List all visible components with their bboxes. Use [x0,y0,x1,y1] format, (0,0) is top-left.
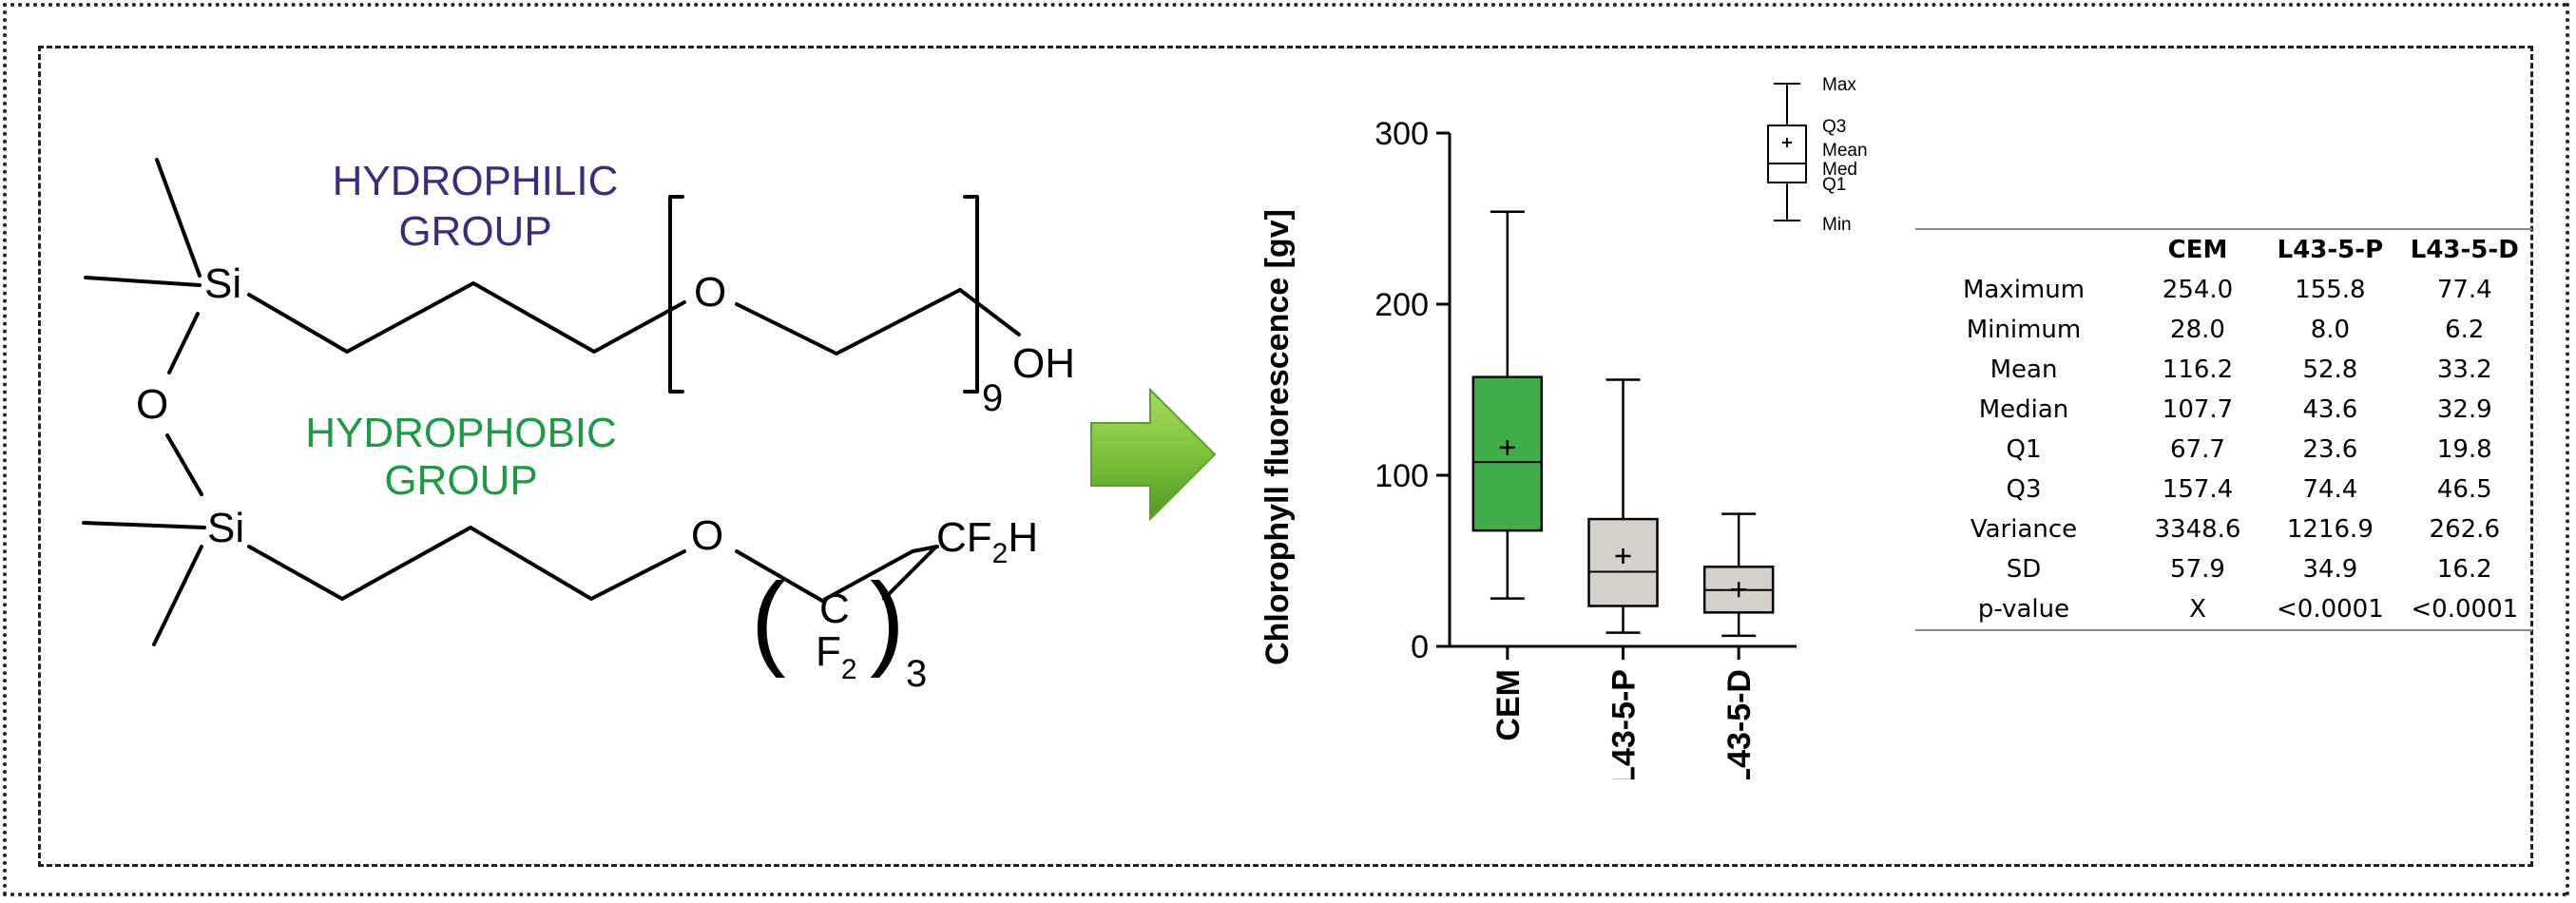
table-cell: 116.2 [2162,355,2234,384]
table-cell: 254.0 [2162,276,2234,304]
legend-label: Med [1822,160,1857,180]
atom-o-peg: O [694,269,726,316]
molecule-structure: ( ) Si O Si O OH 9 O C F2 3 CF2H HYDROPH… [82,158,1075,695]
table-cell: 19.8 [2436,435,2492,464]
table-header-row: CEM L43-5-P L43-5-D [1915,229,2532,270]
cf2-repeat-count: 3 [906,653,927,695]
legend-label: Min [1822,215,1852,235]
table-cell: 77.4 [2436,276,2492,304]
table-header-cell: L43-5-D [2410,236,2519,264]
paren-right: ) [870,562,905,679]
x-tick-label: L43-5-P [1606,669,1643,779]
table-cell: <0.0001 [2411,595,2519,624]
hydrophilic-label-line2: GROUP [398,208,551,255]
table-row: Q3 157.4 74.4 46.5 [1915,470,2532,509]
table-row: Q1 67.7 23.6 19.8 [1915,430,2532,470]
table-row: Minimum 28.0 8.0 6.2 [1915,310,2532,350]
table-header-cell [1915,229,2132,270]
y-tick-label: 0 [1411,629,1429,665]
table-header-cell: CEM [2167,236,2228,264]
table-cell: 16.2 [2436,555,2492,584]
table-row-label: SD [2006,555,2042,584]
atom-o-bridge: O [136,381,168,428]
table-cell: 6.2 [2445,316,2485,344]
table-row-label: Minimum [1966,316,2082,344]
table-cell: 28.0 [2170,316,2225,344]
legend-label: Max [1822,75,1856,95]
table-cell: 107.7 [2162,395,2234,424]
table-row-label: Median [1978,395,2069,424]
box-1 [1471,210,1544,600]
paren-left: ( [751,562,786,679]
table-cell: 157.4 [2162,475,2234,504]
y-tick-label: 200 [1375,287,1429,323]
table-cell: 155.8 [2295,276,2366,304]
hydrophilic-label-line1: HYDROPHILIC [333,158,619,204]
atom-cf2h: CF2H [936,514,1038,569]
outer-dotted-border [3,3,2569,896]
box-plot: Chlorophyll fluorescence [gv] 0 100 200 300… [1259,75,1868,779]
y-tick-label: 300 [1375,116,1429,152]
table-row: SD 57.9 34.9 16.2 [1915,549,2532,589]
table-cell: 23.6 [2302,435,2358,464]
table-cell: 1216.9 [2286,515,2374,544]
table-row-label: Variance [1970,515,2078,544]
legend-box [1767,125,1807,183]
box-3 [1702,512,1775,638]
table-header-cell: L43-5-P [2277,236,2384,264]
x-tick-label: CEM [1490,669,1527,741]
atom-c-cf2: C [819,586,850,632]
atom-oh: OH [1012,340,1075,387]
table-cell: 3348.6 [2154,515,2241,544]
legend-label: Q1 [1822,175,1846,195]
atom-si-lower: Si [207,505,244,551]
inner-dashed-border [38,46,2533,867]
table-row: Median 107.7 43.6 32.9 [1915,390,2532,430]
box-2 [1587,378,1659,634]
table-cell: 52.8 [2302,355,2358,384]
table-cell: <0.0001 [2277,595,2384,624]
table-cell: 262.6 [2429,515,2500,544]
table-cell: X [2189,595,2206,624]
table-cell: 74.4 [2302,475,2358,504]
table-row: Variance 3348.6 1216.9 262.6 [1915,509,2532,549]
atom-o-ether: O [691,512,723,559]
y-tick-label: 100 [1375,458,1429,494]
table-row: p-value X <0.0001 <0.0001 [1915,589,2532,630]
table-cell: 67.7 [2170,435,2225,464]
table-cell: 33.2 [2436,355,2492,384]
table-cell: 43.6 [2302,395,2358,424]
x-tick-label: L43-5-D [1721,669,1758,779]
molecule-bonds [82,158,1021,646]
table-row-label: p-value [1977,595,2070,624]
table-cell: 57.9 [2170,555,2225,584]
hydrophobic-label-line1: HYDROPHOBIC [305,410,617,456]
table-row: Maximum 254.0 155.8 77.4 [1915,270,2532,310]
atom-si-upper: Si [204,260,241,307]
peg-repeat-count: 9 [982,377,1003,419]
table-row-label: Mean [1990,355,2058,384]
table-row-label: Q1 [2006,435,2042,464]
table-cell: 34.9 [2302,555,2358,584]
boxes [1471,210,1775,638]
hydrophobic-label-line2: GROUP [384,457,537,504]
table-row-label: Q3 [2006,475,2042,504]
statistics-table: CEM L43-5-P L43-5-D Maximum 254.0 155.8 77.… [1915,228,2532,631]
table-cell: 32.9 [2436,395,2492,424]
atom-f2: F2 [816,628,857,685]
legend-label: Q3 [1822,117,1846,137]
y-axis-label: Chlorophyll fluorescence [gv] [1259,209,1296,665]
x-tick-labels: CEM L43-5-P L43-5-D [1490,646,1758,779]
legend-label: Mean [1822,141,1868,161]
table-row: Mean 116.2 52.8 33.2 [1915,350,2532,390]
table-cell: 46.5 [2436,475,2492,504]
right-arrow-icon [1090,387,1217,522]
table-row-label: Maximum [1962,276,2086,304]
table-cell: 8.0 [2310,316,2351,344]
y-ticks: 0 100 200 300 [1375,116,1450,665]
